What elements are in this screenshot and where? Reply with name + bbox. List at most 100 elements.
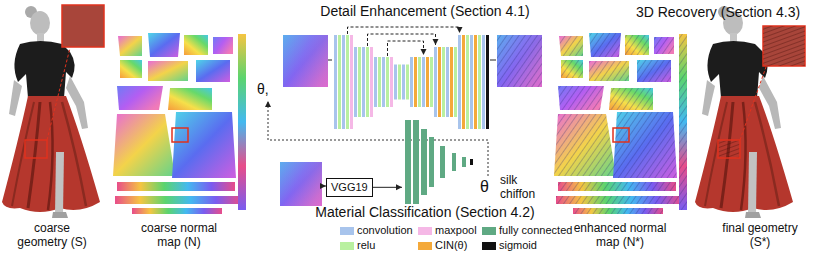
skip-connection: [368, 34, 436, 46]
uv-patch: [613, 112, 677, 178]
fc-layer-bar: [413, 120, 419, 204]
layer-bar: [406, 65, 409, 100]
figure-caption: coarse normal map (N): [134, 222, 224, 250]
legend-swatch: [482, 242, 496, 250]
layer-bar: [466, 35, 469, 129]
layer-bar: [418, 57, 421, 107]
fc-layer-bar: [421, 129, 427, 195]
uv-patch: [654, 37, 674, 54]
figure-caption: final geometry (S*): [715, 222, 805, 250]
figure-caption: coarse geometry (S): [8, 222, 96, 250]
uv-patch: [118, 36, 142, 56]
uv-patch: [637, 60, 671, 82]
uv-patch: [609, 88, 653, 110]
uv-patch: [148, 33, 180, 57]
section-heading: Detail Enhancement (Section 4.1): [305, 3, 545, 19]
parameter-symbol: θ: [480, 178, 489, 196]
normal-map: [113, 33, 246, 214]
legend-swatch: [482, 227, 496, 235]
uv-patch: [148, 61, 188, 81]
layer-bar: [338, 35, 341, 129]
legend-text: relu: [357, 239, 375, 252]
layer-bar: [410, 57, 413, 107]
wrinkle-detail: [558, 86, 604, 110]
uv-patch: [115, 196, 241, 204]
fc-layer-bar: [470, 159, 473, 165]
uv-patch: [184, 35, 208, 55]
fc-layer-bar: [429, 137, 434, 187]
figure-caption: enhanced normal map (N*): [570, 222, 670, 250]
layer-bar: [430, 57, 433, 107]
layer-bar: [486, 35, 489, 129]
output-link: [490, 60, 496, 61]
skip-connection: [348, 27, 460, 34]
legend-text: CIN(θ): [435, 239, 467, 252]
layer-bar: [462, 35, 465, 129]
zoom-box: [613, 128, 629, 142]
layer-bar: [454, 47, 457, 117]
uv-patch: [558, 182, 676, 191]
uv-patch: [561, 60, 583, 78]
layer-bar: [434, 47, 437, 117]
wrinkle-detail: [559, 36, 583, 56]
normal-map: [554, 33, 687, 214]
layer-bar: [350, 35, 353, 129]
layer-bar: [446, 47, 449, 117]
layer-bar: [390, 57, 393, 107]
layer-bar: [342, 35, 345, 129]
legend-text: maxpool: [435, 224, 477, 237]
uv-patch: [556, 196, 682, 204]
wrinkle-detail: [609, 88, 653, 110]
wrinkle-detail: [589, 33, 621, 57]
legend-swatch: [418, 242, 432, 250]
layer-bar: [358, 47, 361, 117]
legend-swatch: [340, 227, 354, 235]
wrinkle-detail: [554, 114, 616, 176]
layer-bar: [470, 35, 473, 129]
layer-bar: [414, 57, 417, 107]
section-heading: Material Classification (Section 4.2): [305, 204, 545, 220]
layer-bar: [374, 57, 377, 107]
layer-bar: [354, 47, 357, 117]
layer-bar: [394, 65, 397, 100]
fc-layer-bar: [440, 146, 445, 178]
uv-patch: [132, 208, 222, 214]
layer-bar: [402, 65, 405, 100]
uv-patch: [117, 86, 163, 110]
feature-arrow: [373, 187, 402, 188]
uv-patch: [238, 34, 246, 210]
layer-bar: [438, 47, 441, 117]
wrinkle-detail: [637, 60, 671, 82]
layer-bar: [378, 57, 381, 107]
layer-bar: [382, 57, 385, 107]
layer-bar: [482, 35, 485, 129]
wrinkle-detail: [589, 61, 629, 81]
legend-swatch: [418, 227, 432, 235]
uv-patch: [625, 35, 649, 55]
legend-text: sigmoid: [499, 239, 537, 252]
box-text: VGG19: [331, 181, 368, 194]
uv-patch: [172, 112, 236, 178]
uv-patch: [113, 114, 175, 176]
wrinkle-detail: [625, 35, 649, 55]
uv-patch: [117, 182, 235, 191]
layer-bar: [450, 47, 453, 117]
material-label: silk chiffon: [500, 174, 548, 202]
wrinkle-detail: [654, 37, 674, 54]
wrinkle-detail: [561, 60, 583, 78]
layer-bar: [362, 47, 365, 117]
wrinkle-detail: [679, 34, 687, 210]
layer-bar: [370, 47, 373, 117]
legend-swatch: [340, 242, 354, 250]
layer-bar: [478, 35, 481, 129]
layer-bar: [386, 57, 389, 107]
uv-patch: [573, 208, 663, 214]
layer-bar: [346, 35, 349, 129]
legend-text: convolution: [357, 224, 413, 237]
layer-bar: [422, 57, 425, 107]
uv-patch: [589, 61, 629, 81]
wrinkle-detail: [573, 208, 663, 214]
fc-layer-bar: [405, 120, 411, 204]
skip-connection: [388, 41, 424, 56]
